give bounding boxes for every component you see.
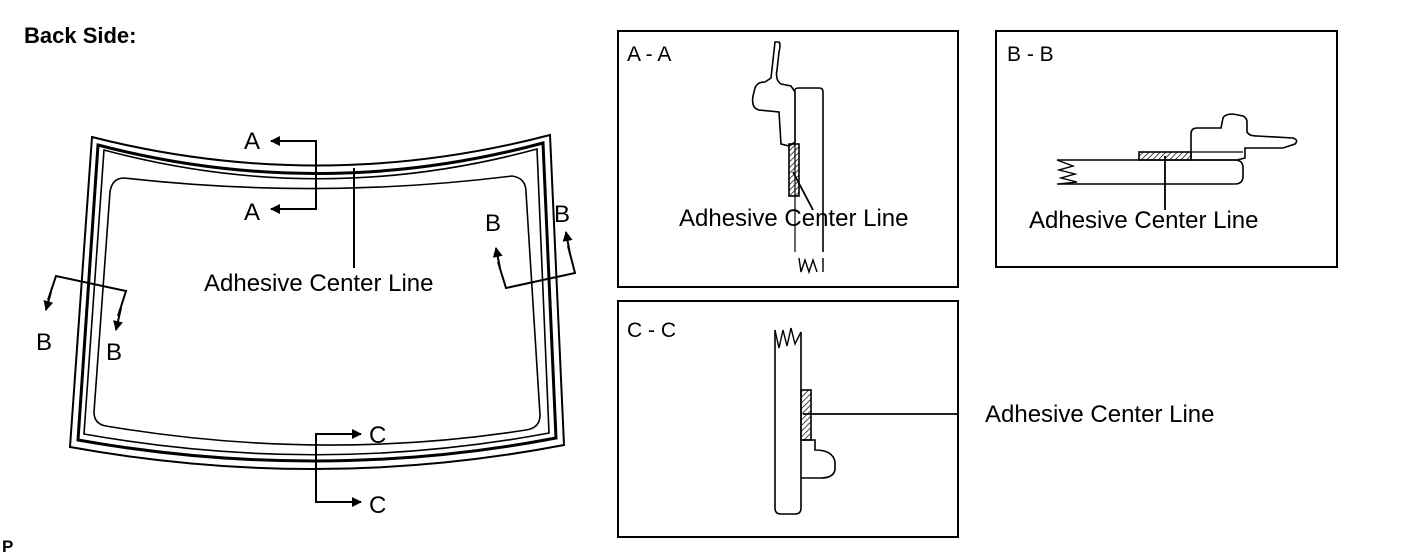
section-b-left-outer-label: B	[36, 329, 53, 356]
section-c-c-adhesive-label: Adhesive Center Line	[985, 401, 1215, 428]
section-a-cut-line	[272, 140, 317, 210]
section-b-left-inner-label: B	[106, 339, 123, 366]
molding-section	[751, 41, 796, 147]
heading: Back Side:	[24, 23, 137, 48]
adhesive-bead	[788, 143, 800, 197]
section-a-a-drawing	[751, 41, 824, 275]
windshield-ceramic-edge	[83, 147, 550, 456]
section-c-c-title: C - C	[627, 319, 676, 342]
section-a-a-adhesive-label: Adhesive Center Line	[679, 205, 909, 232]
glass-section	[774, 330, 802, 515]
section-b-b-drawing	[1056, 113, 1298, 210]
section-b-b-title: B - B	[1007, 43, 1054, 66]
section-c-c-drawing	[774, 327, 957, 515]
section-b-right-outer-label: B	[554, 201, 571, 228]
section-a-bottom-label: A	[244, 199, 261, 226]
glass-section	[1057, 159, 1244, 185]
glass-section	[794, 87, 824, 252]
section-b-left-cut-line	[47, 274, 128, 317]
molding-section	[1190, 113, 1298, 161]
windshield-inner-area	[93, 175, 541, 446]
section-b-b-panel: B - B Adhesive Center Line	[995, 30, 1338, 268]
section-a-a-panel: A - A Adhesive Center Line	[617, 30, 959, 288]
section-c-bottom-label: C	[369, 492, 387, 519]
section-c-c-panel: C - C	[617, 300, 959, 538]
molding-section	[801, 439, 836, 479]
section-b-right-cut-line	[497, 245, 577, 290]
section-c-top-label: C	[369, 422, 387, 449]
windshield-adhesive-band	[76, 141, 558, 463]
section-b-b-adhesive-label: Adhesive Center Line	[1029, 207, 1259, 234]
section-b-right-inner-label: B	[485, 210, 502, 237]
section-a-top-label: A	[244, 128, 261, 155]
windshield-outer-edge	[68, 133, 566, 470]
section-c-cut-line	[315, 433, 360, 503]
adhesive-bead	[800, 389, 812, 441]
adhesive-center-line-label: Adhesive Center Line	[204, 270, 434, 297]
section-a-a-title: A - A	[627, 43, 672, 66]
corner-code: P	[2, 537, 14, 556]
